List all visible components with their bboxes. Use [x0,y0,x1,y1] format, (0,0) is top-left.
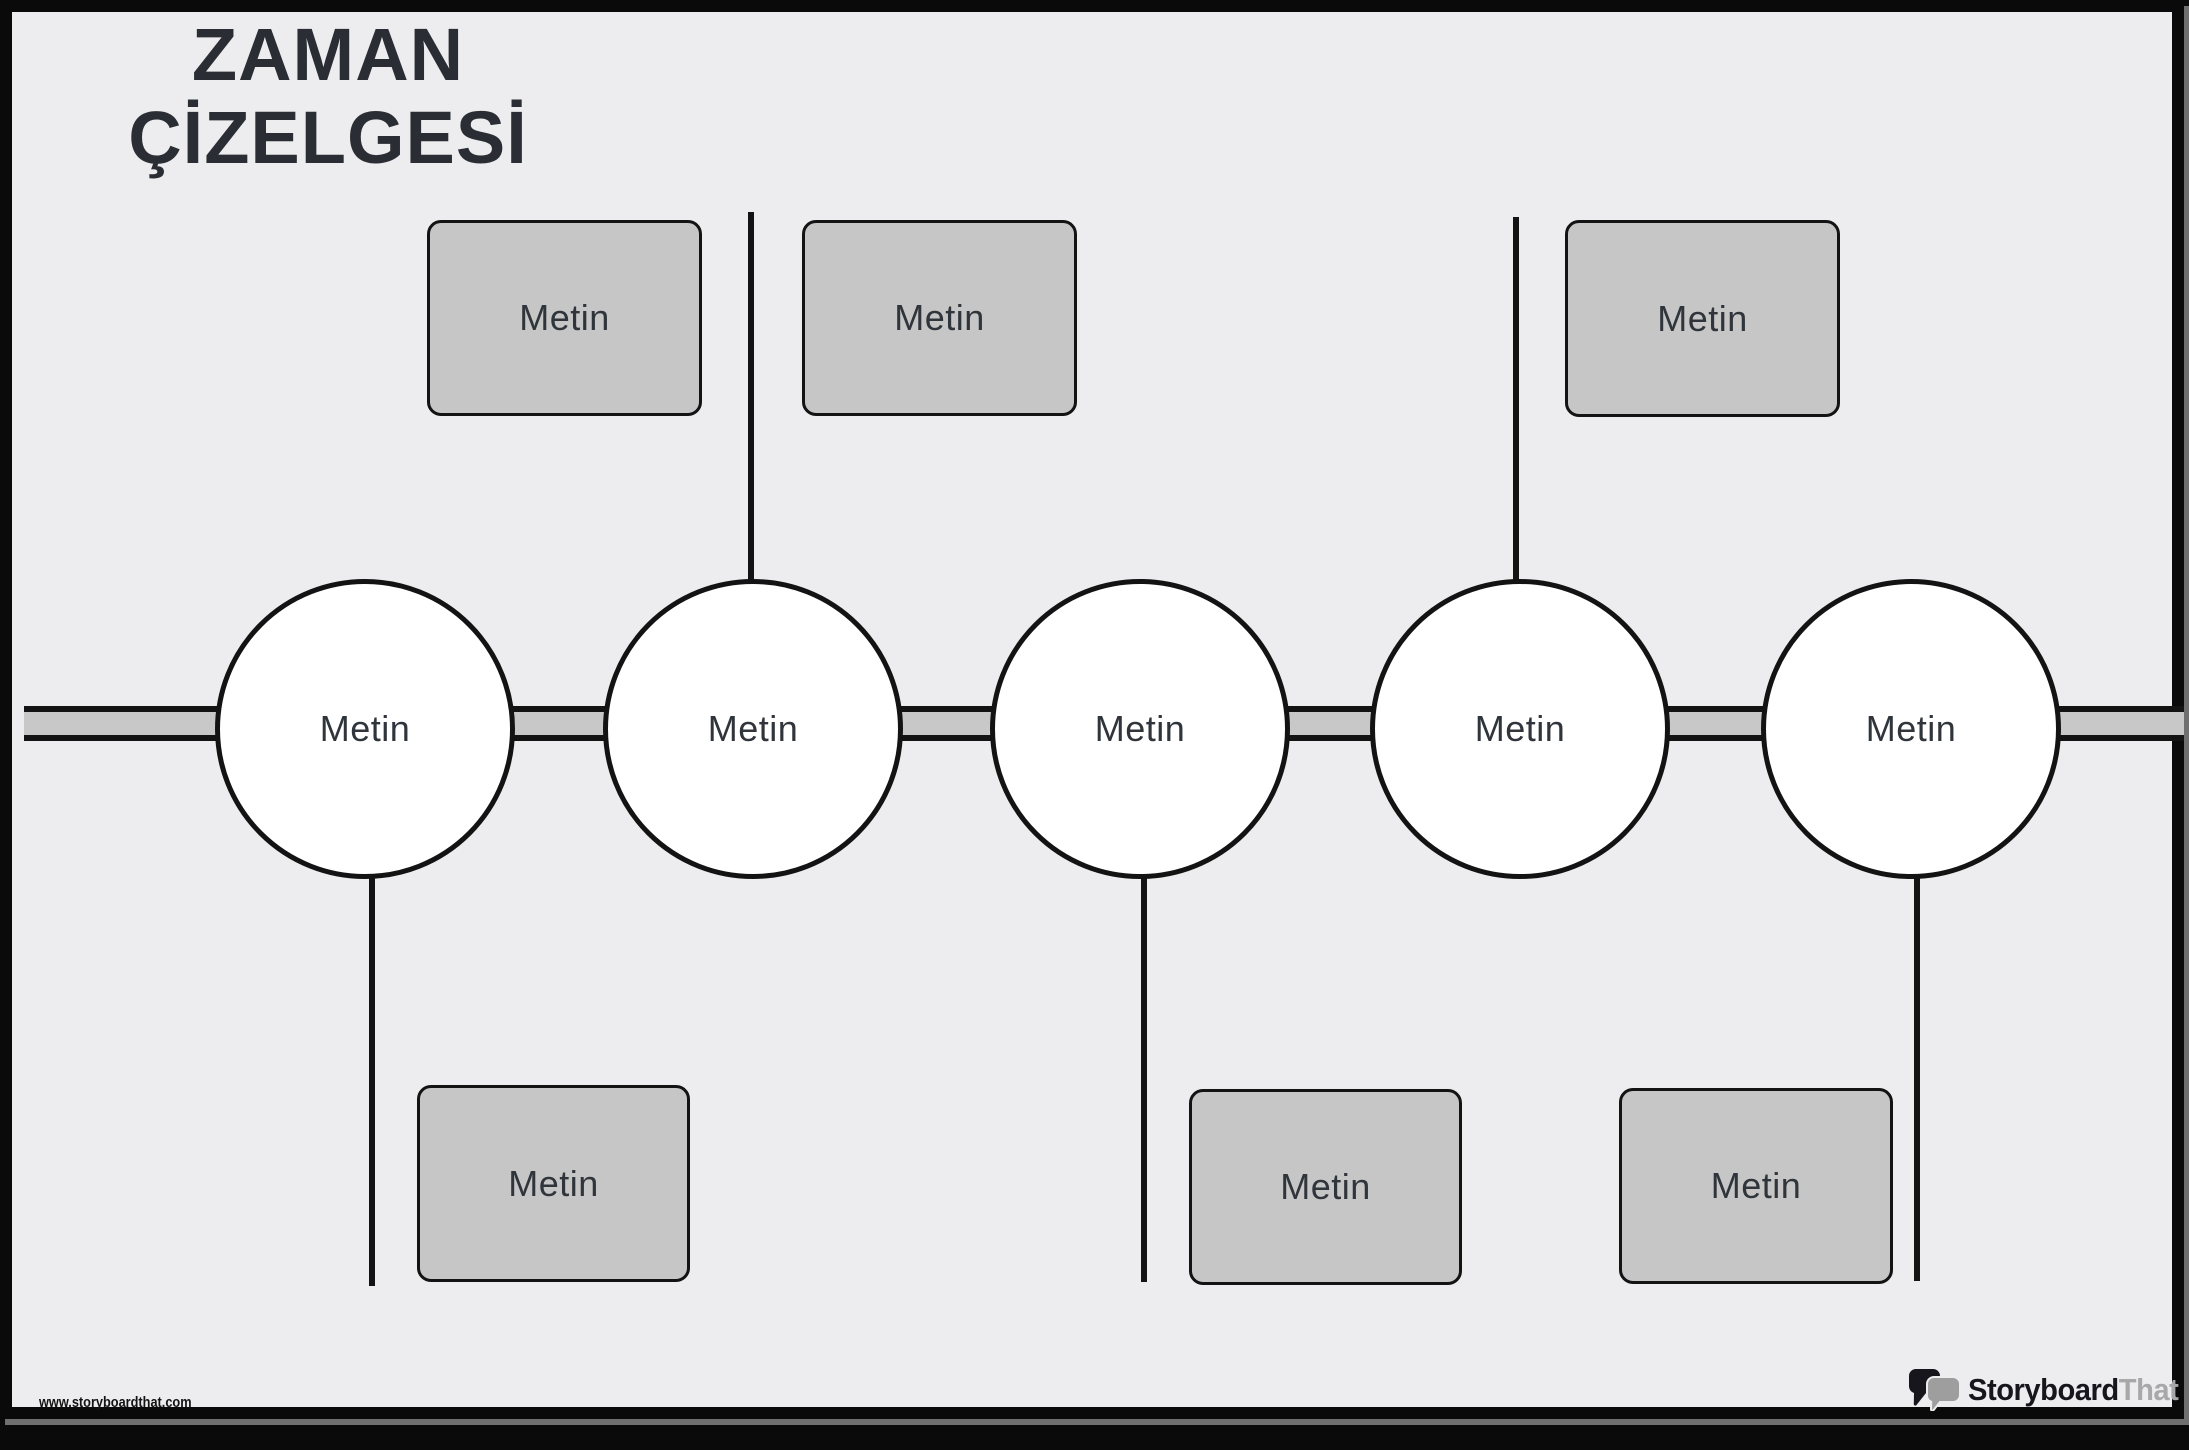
event-box-top-1[interactable]: Metin [427,220,702,416]
timeline-node-3[interactable]: Metin [990,579,1290,879]
timeline-node-label: Metin [1474,708,1566,749]
event-box-label: Metin [1657,297,1748,339]
brand-name-primary: Storyboard [1968,1372,2119,1407]
timeline-node-4[interactable]: Metin [1370,579,1670,879]
event-box-label: Metin [1710,1165,1802,1206]
timeline-node-label: Metin [707,708,799,749]
timeline-node-2[interactable]: Metin [603,579,903,879]
brand-name: StoryboardThat [1968,1372,2179,1408]
event-box-label: Metin [1280,1166,1371,1207]
speech-bubbles-icon [1909,1369,1961,1411]
connector-line-bottom-3 [1141,874,1147,1282]
website-url: www.storyboardthat.com [39,1394,192,1411]
event-box-label: Metin [894,297,985,338]
timeline-node-label: Metin [1865,708,1957,749]
page-title: ZAMAN ÇİZELGESİ [78,13,578,179]
event-box-bottom-3[interactable]: Metin [1619,1088,1893,1284]
page-title-line-1: ZAMAN [191,13,465,96]
connector-line-bottom-5 [1914,874,1920,1281]
poster-frame: ZAMAN ÇİZELGESİ Metin Metin Metin Metin … [0,0,2184,1419]
timeline-node-label: Metin [319,708,411,749]
connector-line-bottom-1 [369,874,375,1286]
event-box-top-2[interactable]: Metin [802,220,1077,416]
event-box-label: Metin [508,1162,599,1204]
connector-line-top-2 [748,212,754,584]
connector-line-top-4 [1513,217,1519,584]
event-box-label: Metin [519,297,610,338]
page-title-line-2: ÇİZELGESİ [128,96,528,179]
storyboardthat-logo: StoryboardThat [1909,1369,2189,1411]
timeline-node-label: Metin [1094,708,1186,749]
event-box-bottom-2[interactable]: Metin [1189,1089,1462,1285]
timeline-node-5[interactable]: Metin [1761,579,2061,879]
event-box-top-3[interactable]: Metin [1565,220,1840,417]
event-box-bottom-1[interactable]: Metin [417,1085,690,1282]
brand-name-secondary: That [2118,1372,2179,1407]
poster-canvas: ZAMAN ÇİZELGESİ Metin Metin Metin Metin … [24,13,2184,1419]
timeline-node-1[interactable]: Metin [215,579,515,879]
